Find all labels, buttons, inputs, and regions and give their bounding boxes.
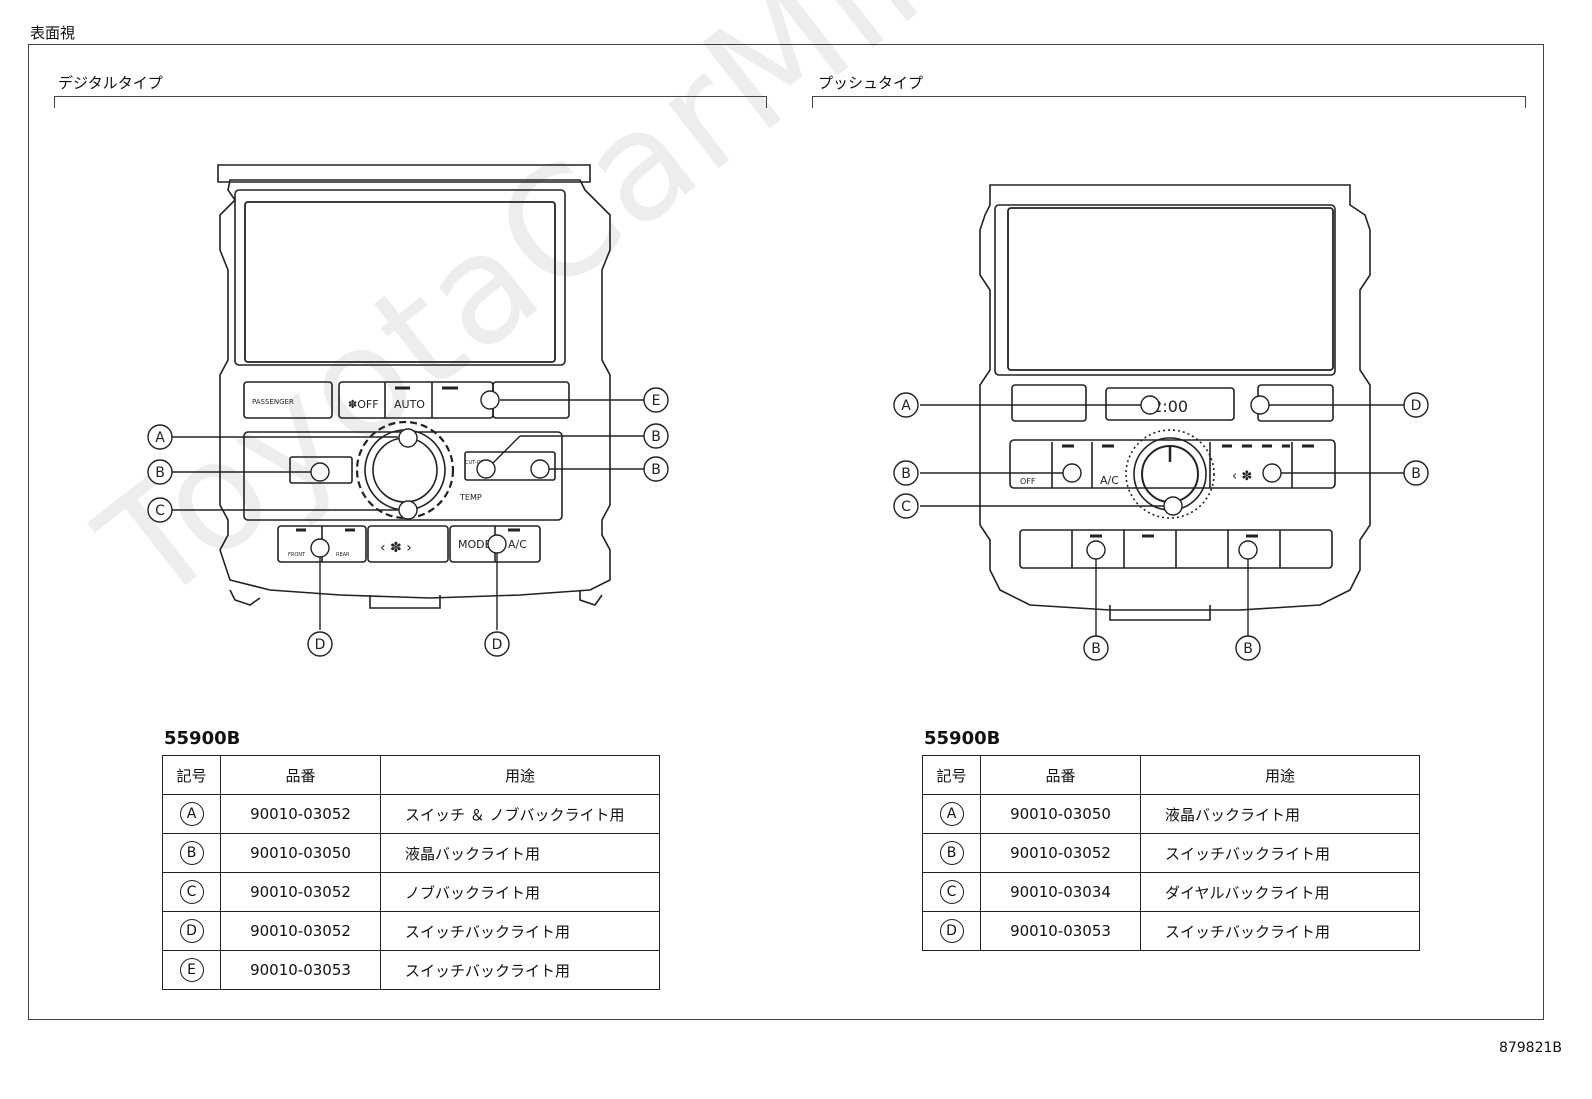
callout-b: B xyxy=(651,462,661,478)
table-row: C 90010-03034 ダイヤルバックライト用 xyxy=(922,872,1420,912)
callout-c: C xyxy=(901,499,911,515)
row-use: スイッチバックライト用 xyxy=(380,911,660,951)
callout-d: D xyxy=(1411,398,1422,414)
callout-b: B xyxy=(155,465,165,481)
table-row: D 90010-03052 スイッチバックライト用 xyxy=(162,911,660,951)
row-symbol: E xyxy=(179,958,204,982)
row-use: 液晶バックライト用 xyxy=(1140,794,1420,834)
table-row: B 90010-03050 液晶バックライト用 xyxy=(162,833,660,873)
row-use: ダイヤルバックライト用 xyxy=(1140,872,1420,912)
row-part: 90010-03052 xyxy=(220,872,381,912)
header-part-number: 品番 xyxy=(220,755,381,795)
row-part: 90010-03052 xyxy=(220,794,381,834)
row-part: 90010-03053 xyxy=(220,950,381,990)
header-part-number: 品番 xyxy=(980,755,1141,795)
header-use: 用途 xyxy=(1140,755,1420,795)
row-part: 90010-03050 xyxy=(220,833,381,873)
left-table-title: 55900B xyxy=(164,728,241,749)
push-off-label: OFF xyxy=(1020,477,1036,486)
left-section-title: デジタルタイプ xyxy=(58,74,163,92)
diagram-frame xyxy=(28,44,1544,1020)
push-panel-diagram: A/C OFF 12:00 ‹ ✽ A B C D B B B xyxy=(893,184,1429,661)
callout-d: D xyxy=(492,637,503,653)
callout-b: B xyxy=(901,466,911,482)
row-part: 90010-03052 xyxy=(980,833,1141,873)
callout-a: A xyxy=(155,430,165,446)
passenger-label: PASSENGER xyxy=(252,398,294,406)
row-symbol: A xyxy=(179,802,204,826)
view-label: 表面視 xyxy=(30,24,76,42)
row-symbol: C xyxy=(179,880,204,904)
callout-b: B xyxy=(1091,641,1101,657)
push-ac-label: A/C xyxy=(1100,474,1119,487)
right-section-title: プッシュタイプ xyxy=(818,74,924,92)
table-row: C 90010-03052 ノブバックライト用 xyxy=(162,872,660,912)
callout-d: D xyxy=(315,637,326,653)
fan-off-label: ✽OFF xyxy=(348,398,379,411)
right-section-bracket xyxy=(812,96,1526,108)
callout-e: E xyxy=(652,393,661,409)
rear-defrost-label: REAR xyxy=(336,552,350,558)
table-row: A 90010-03050 液晶バックライト用 xyxy=(922,794,1420,834)
table-row: B 90010-03052 スイッチバックライト用 xyxy=(922,833,1420,873)
front-defrost-label: FRONT xyxy=(288,552,306,558)
row-symbol: B xyxy=(179,841,204,865)
header-symbol: 記号 xyxy=(922,755,981,795)
row-use: スイッチ ＆ ノブバックライト用 xyxy=(380,794,660,834)
row-part: 90010-03050 xyxy=(980,794,1141,834)
left-parts-table: 記号 品番 用途 A 90010-03052 スイッチ ＆ ノブバックライト用 … xyxy=(162,755,660,990)
row-part: 90010-03053 xyxy=(980,911,1141,951)
row-use: スイッチバックライト用 xyxy=(1140,911,1420,951)
header-use: 用途 xyxy=(380,755,660,795)
svg-text:‹ ✽ ›: ‹ ✽ › xyxy=(380,540,412,556)
callout-c: C xyxy=(155,503,165,519)
document-id: 879821B xyxy=(1498,1040,1562,1056)
row-symbol: C xyxy=(939,880,964,904)
row-use: 液晶バックライト用 xyxy=(380,833,660,873)
row-part: 90010-03034 xyxy=(980,872,1141,912)
callout-b: B xyxy=(1243,641,1253,657)
row-use: スイッチバックライト用 xyxy=(380,950,660,990)
table-row: A 90010-03052 スイッチ ＆ ノブバックライト用 xyxy=(162,794,660,834)
row-symbol: D xyxy=(939,919,964,943)
table-row: D 90010-03053 スイッチバックライト用 xyxy=(922,911,1420,951)
temp-label: TEMP xyxy=(459,493,482,502)
right-parts-table: 記号 品番 用途 A 90010-03050 液晶バックライト用 B 90010… xyxy=(922,755,1420,951)
mode-label: MODE xyxy=(458,538,492,551)
digital-panel-diagram: PASSENGER ✽OFF AUTO MODE A/C FRONT REAR … xyxy=(147,164,669,657)
header-symbol: 記号 xyxy=(162,755,221,795)
callout-b: B xyxy=(651,429,661,445)
row-symbol: D xyxy=(179,919,204,943)
row-use: ノブバックライト用 xyxy=(380,872,660,912)
row-part: 90010-03052 xyxy=(220,911,381,951)
cutoff-label: CUT-OFF xyxy=(465,460,487,466)
row-symbol: A xyxy=(939,802,964,826)
row-use: スイッチバックライト用 xyxy=(1140,833,1420,873)
left-section-bracket xyxy=(54,96,767,108)
row-symbol: B xyxy=(939,841,964,865)
right-table-title: 55900B xyxy=(924,728,1001,749)
svg-text:‹ ✽: ‹ ✽ xyxy=(1232,469,1252,484)
callout-b: B xyxy=(1411,466,1421,482)
auto-label: AUTO xyxy=(394,398,425,411)
callout-a: A xyxy=(901,398,911,414)
ac-label: A/C xyxy=(508,538,527,551)
table-row: E 90010-03053 スイッチバックライト用 xyxy=(162,950,660,990)
